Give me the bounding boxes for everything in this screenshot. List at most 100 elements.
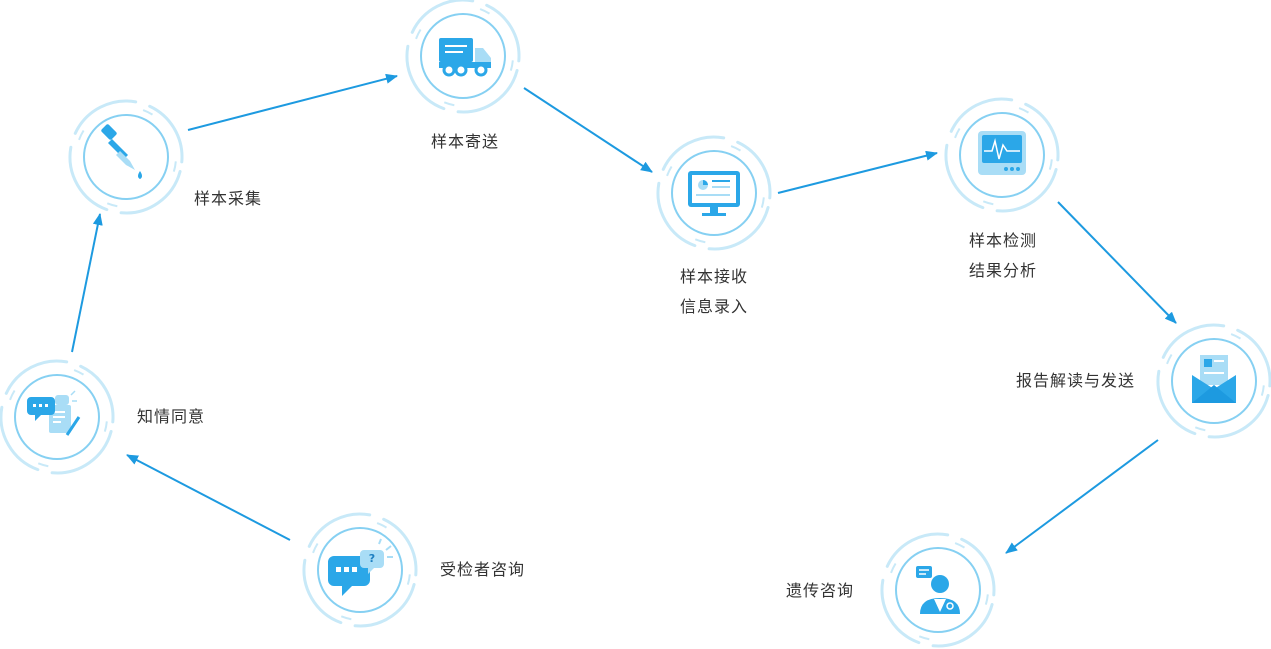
label-collect-line-1: 样本采集 [194, 189, 263, 208]
label-genetic-line-1: 遗传咨询 [786, 581, 855, 600]
ring-outer-arc [353, 582, 416, 628]
ring-outer-arc [148, 104, 184, 164]
ring-outer-arc [307, 512, 372, 548]
ring-tick-arc [415, 28, 422, 40]
arrow-ship-to-receive [523, 87, 653, 173]
ring-tick-arc [760, 197, 765, 208]
ring-outer-arc [73, 99, 138, 135]
label-report-line-1: 报告解读与发送 [1015, 371, 1135, 390]
ring-outer-arc [485, 3, 521, 63]
ring-outer-arc [949, 97, 1014, 133]
ring-tick-arc [9, 389, 16, 401]
label-receive-line-1: 样本接收 [679, 267, 749, 286]
ring-tick-arc [1048, 159, 1053, 170]
arrow-report-to-genetic [1005, 439, 1159, 554]
consent-form-icon [27, 390, 81, 436]
arrow-collect-to-ship [187, 73, 398, 131]
ring-tick-arc [1260, 385, 1265, 396]
svg-text:?: ? [369, 552, 375, 565]
label-collect: 样本采集 [194, 184, 262, 214]
node-receive [656, 135, 772, 251]
ring-tick-arc [1194, 426, 1206, 432]
ring-outer-arc [405, 44, 446, 111]
ring-tick-arc [1018, 107, 1030, 114]
label-consent-line-1: 知情同意 [137, 407, 206, 426]
label-analyze-line-1: 样本检测 [968, 231, 1038, 250]
ring-outer-arc [79, 364, 115, 424]
ring-outer-arc [707, 205, 770, 251]
ring-tick-arc [982, 200, 994, 206]
ring-outer-arc [382, 517, 418, 577]
label-genetic: 遗传咨询 [786, 576, 854, 606]
ring-outer-arc [1236, 328, 1271, 388]
ring-outer-arc [656, 181, 697, 248]
arrow-receive-to-analyze [777, 150, 938, 194]
node-genetic [880, 532, 996, 648]
ring-tick-arc [406, 574, 411, 585]
arrow-consent-to-collect [71, 213, 103, 353]
flow-arrows [71, 73, 1177, 554]
monitor-icon [688, 171, 740, 216]
ring-tick-arc [694, 238, 706, 244]
label-receive-line-2: 信息录入 [679, 297, 749, 316]
ring-outer-arc [4, 359, 69, 395]
ring-outer-arc [302, 558, 343, 625]
ring-outer-arc [1161, 323, 1226, 359]
ring-tick-arc [954, 542, 966, 549]
ring-outer-arc [995, 167, 1058, 213]
ring-tick-arc [37, 462, 49, 468]
ring-tick-arc [103, 421, 108, 432]
label-consent: 知情同意 [137, 402, 205, 432]
ring-tick-arc [984, 594, 989, 605]
ring-tick-arc [666, 165, 673, 177]
label-ship: 样本寄送 [431, 127, 499, 157]
ring-outer-arc [50, 429, 113, 475]
ring-outer-arc [410, 0, 475, 34]
node-analyze [944, 97, 1060, 213]
ring-tick-arc [443, 101, 455, 107]
ring-outer-arc [661, 135, 726, 171]
envelope-icon [1192, 355, 1236, 403]
truck-icon [439, 38, 491, 77]
ring-tick-arc [312, 542, 319, 554]
ring-tick-arc [1230, 333, 1242, 340]
ring-outer-arc [880, 578, 921, 645]
node-report [1156, 323, 1271, 439]
ring-tick-arc [918, 635, 930, 641]
label-consult-line-1: 受检者咨询 [440, 560, 526, 579]
ring-tick-arc [954, 127, 961, 139]
ring-outer-arc [1024, 102, 1060, 162]
label-report: 报告解读与发送 [1016, 366, 1135, 396]
node-ship [405, 0, 521, 114]
ring-tick-arc [479, 8, 491, 15]
ring-outer-arc [68, 145, 109, 212]
node-consult: ? [302, 512, 418, 628]
ring-tick-arc [890, 562, 897, 574]
ring-tick-arc [1166, 353, 1173, 365]
analyzer-icon [978, 131, 1026, 175]
label-consult: 受检者咨询 [440, 555, 525, 585]
node-collect [68, 99, 184, 215]
label-receive: 样本接收 信息录入 [680, 262, 748, 322]
doctor-icon [916, 566, 960, 614]
ring-tick-arc [730, 145, 742, 152]
arrow-analyze-to-report [1057, 201, 1177, 324]
ring-outer-arc [119, 169, 182, 215]
ring-outer-arc [456, 68, 519, 114]
chat-question-icon: ? [328, 538, 393, 596]
ring-outer-arc [931, 602, 994, 648]
node-consent [0, 359, 115, 475]
ring-tick-arc [106, 202, 118, 208]
ring-outer-arc [960, 537, 996, 597]
ring-outer-arc [1207, 393, 1270, 439]
ring-outer-arc [885, 532, 950, 568]
ring-outer-arc [0, 405, 40, 472]
ring-outer-arc [1156, 369, 1197, 436]
ring-tick-arc [340, 615, 352, 621]
ring-outer-arc [736, 140, 772, 200]
ring-tick-arc [509, 60, 514, 71]
ring-tick-arc [376, 522, 388, 529]
arrow-consult-to-consent [126, 454, 291, 541]
ring-tick-arc [73, 369, 85, 376]
